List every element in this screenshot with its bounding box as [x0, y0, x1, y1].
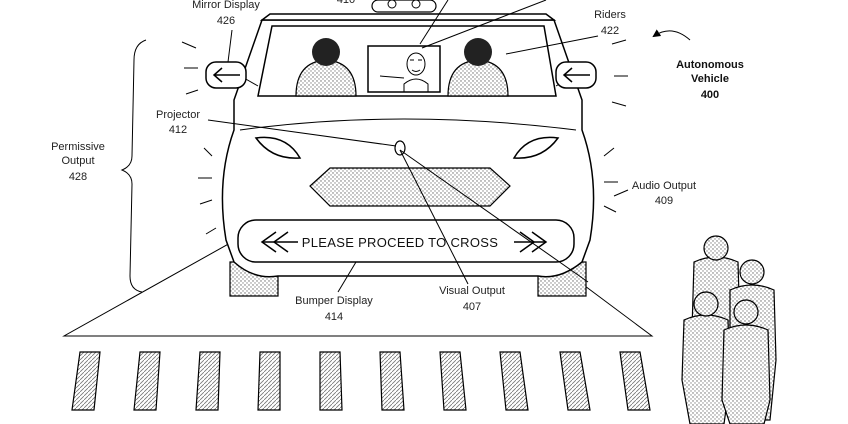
- bumper-arrows-left: [260, 231, 298, 253]
- label-mirror-display: Mirror Display 426: [192, 0, 260, 27]
- projector-num: 412: [169, 124, 187, 136]
- label-audio-output: Audio Output 409: [632, 180, 696, 207]
- left-emission-marks: [181, 41, 217, 235]
- visual-output-label: Visual Output: [439, 285, 505, 297]
- rider-right: [447, 38, 509, 97]
- label-bumper-display: Bumper Display 414: [295, 295, 373, 323]
- pedestrian-3: [681, 291, 731, 424]
- riders-label: Riders: [594, 9, 626, 21]
- roof-sensor: [371, 0, 437, 13]
- mirror-display-num: 426: [217, 15, 235, 27]
- rider-left: [295, 38, 357, 97]
- permissive-output-line2: Output: [61, 155, 94, 167]
- mirror-display-label: Mirror Display: [192, 0, 260, 11]
- interior-display: [367, 45, 441, 93]
- av-label-num: 400: [701, 89, 719, 101]
- bumper-message: PLEASE PROCEED TO CROSS: [302, 235, 498, 250]
- bumper-display-num: 414: [325, 311, 343, 323]
- label-autonomous-vehicle: Autonomous Vehicle 400: [676, 59, 744, 101]
- visual-output-num: 407: [463, 301, 481, 313]
- label-permissive-output: Permissive Output 428: [51, 141, 105, 183]
- label-410: 410: [337, 0, 355, 6]
- left-headlight: [254, 136, 302, 159]
- riders-num: 422: [601, 25, 619, 37]
- permissive-output-num: 428: [69, 171, 87, 183]
- right-headlight: [512, 136, 560, 159]
- av-label-line2: Vehicle: [691, 73, 729, 85]
- leader-lines: [207, 0, 691, 293]
- audio-output-label: Audio Output: [632, 180, 696, 192]
- audio-output-num: 409: [655, 195, 673, 207]
- bumper-display: [237, 219, 575, 263]
- permissive-output-line1: Permissive: [51, 141, 105, 153]
- right-mirror: [555, 61, 597, 89]
- pedestrian-group: [681, 235, 777, 424]
- grille: [309, 167, 511, 207]
- permissive-output-bracket: [120, 39, 147, 293]
- autonomous-vehicle: PLEASE PROCEED TO CROSS: [205, 0, 597, 297]
- label-visual-output: Visual Output 407: [439, 285, 505, 313]
- right-emission-marks: [603, 39, 628, 213]
- bumper-arrows-right: [514, 231, 548, 253]
- left-mirror: [205, 61, 259, 89]
- projector-label: Projector: [156, 109, 200, 121]
- bumper-display-label: Bumper Display: [295, 295, 373, 307]
- av-label-line1: Autonomous: [676, 59, 744, 71]
- crosswalk: [71, 351, 651, 411]
- label-projector: Projector 412: [156, 109, 200, 136]
- label-riders: Riders 422: [594, 9, 626, 37]
- pedestrian-4: [721, 299, 771, 424]
